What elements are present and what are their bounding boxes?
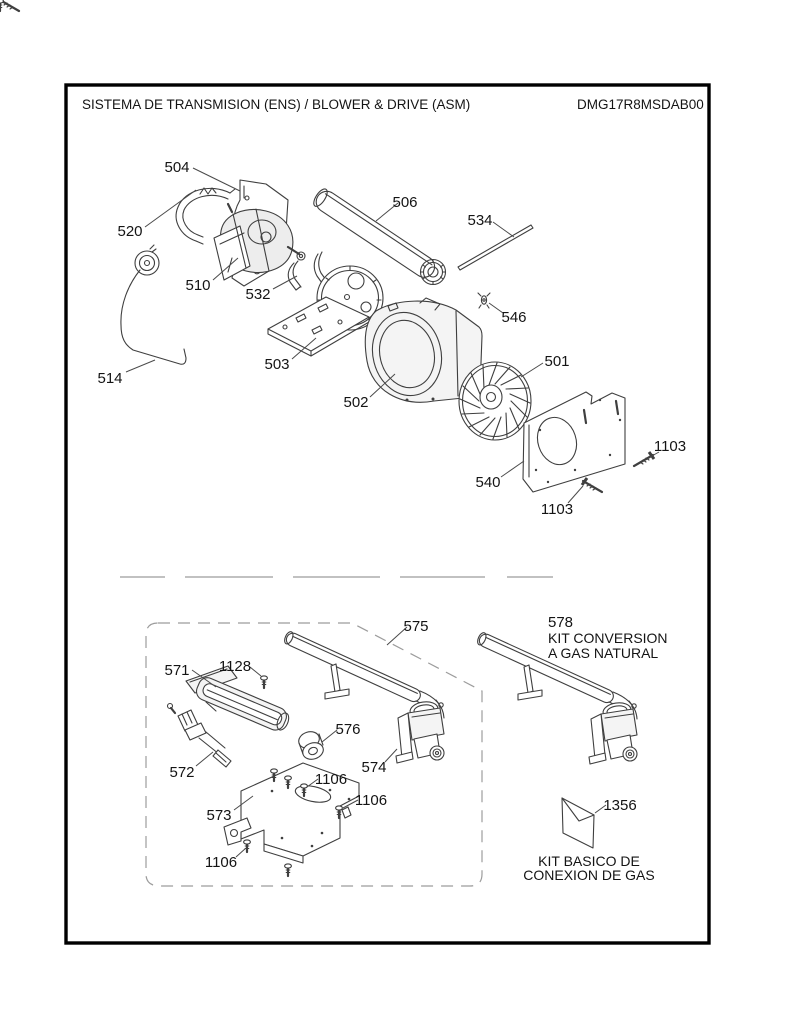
part-1356-kit-envelope-drawing <box>561 797 595 849</box>
part-label-573: 573 <box>206 807 231 824</box>
part-534-rod-drawing <box>457 224 534 271</box>
part-label-1106-c: 1106 <box>205 854 237 871</box>
part-label-1356: 1356 <box>603 797 636 814</box>
leader-lines <box>125 167 660 858</box>
part-label-1103-bottom: 1103 <box>541 501 573 518</box>
model-number: DMG17R8MSDAB00 <box>577 97 704 112</box>
part-label-572: 572 <box>169 764 194 781</box>
kit-captions: 578 KIT CONVERSION A GAS NATURAL KIT BAS… <box>523 614 667 883</box>
part-501-blower-wheel-drawing <box>458 361 532 441</box>
part-571-burner-drawing <box>185 665 290 731</box>
part-label-514: 514 <box>97 370 122 387</box>
part-label-503: 503 <box>264 356 289 373</box>
part-label-506: 506 <box>392 194 417 211</box>
part-label-504: 504 <box>164 159 189 176</box>
part-573-bracket-drawing <box>223 762 360 864</box>
screw-1103-top-drawing <box>632 450 656 468</box>
part-520-clip-drawing <box>175 187 236 245</box>
part-label-1128: 1128 <box>219 658 251 675</box>
part-540-cover-drawing <box>522 391 626 493</box>
part-label-520: 520 <box>117 223 142 240</box>
part-503-plate-drawing <box>267 265 384 357</box>
part-510-motor-drawing <box>213 202 306 281</box>
lower-assembly-drawing <box>0 0 638 887</box>
part-514-idler-drawing <box>120 244 187 365</box>
part-label-575: 575 <box>403 618 428 635</box>
part-506-tube-drawing <box>313 188 447 286</box>
part-label-540: 540 <box>475 474 500 491</box>
screw-1128-drawing <box>259 674 269 690</box>
part-label-546: 546 <box>501 309 526 326</box>
part-label-1106-a: 1106 <box>315 771 347 788</box>
part-label-501: 501 <box>544 353 569 370</box>
part-532-clamps-drawing <box>287 251 327 291</box>
kit-578-caption-line2: A GAS NATURAL <box>548 645 658 661</box>
part-546-fastener-drawing <box>477 292 491 309</box>
assembly-575-dashed-box <box>145 622 483 887</box>
screw-1106-c-drawing <box>242 838 252 854</box>
kit-1356-caption-line1: KIT BASICO DE <box>538 853 640 869</box>
part-502-housing-drawing <box>364 297 483 403</box>
part-572-igniter-drawing <box>166 702 232 768</box>
upper-assembly-drawing <box>0 0 656 494</box>
part-labels: 504 520 510 532 514 506 534 546 503 502 … <box>97 159 686 871</box>
part-label-574: 574 <box>361 759 386 776</box>
part-label-571: 571 <box>164 662 189 679</box>
part-label-576: 576 <box>335 721 360 738</box>
part-label-578: 578 <box>548 614 573 631</box>
part-label-532: 532 <box>245 286 270 303</box>
screw-1103-bottom-drawing <box>580 476 604 494</box>
part-label-502: 502 <box>343 394 368 411</box>
part-576-bushing-drawing <box>298 731 324 760</box>
kit-1356-caption-line2: CONEXION DE GAS <box>523 867 654 883</box>
part-label-510: 510 <box>185 277 210 294</box>
part-label-534: 534 <box>467 212 492 229</box>
screw-small-c-drawing <box>283 862 293 878</box>
page-border <box>64 83 711 945</box>
kit-578-caption-line1: KIT CONVERSION <box>548 630 668 646</box>
part-label-1103-top: 1103 <box>654 438 686 455</box>
part-label-1106-b: 1106 <box>355 792 387 809</box>
page-title: SISTEMA DE TRANSMISION (ENS) / BLOWER & … <box>82 97 470 112</box>
